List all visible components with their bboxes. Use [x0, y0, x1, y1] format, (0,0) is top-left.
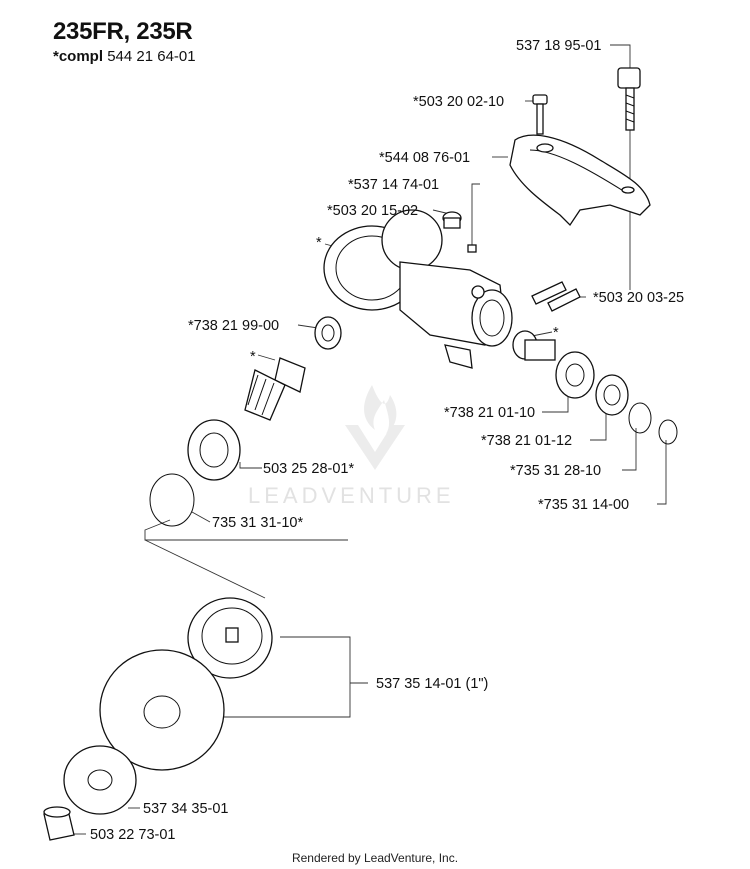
leader-star-gear [257, 354, 276, 361]
gear-housing-part [323, 209, 513, 369]
small-bearing-part [314, 316, 342, 350]
part-label-537-14-74-01: *537 14 74-01 [348, 177, 439, 193]
footer-credit: Rendered by LeadVenture, Inc. [291, 851, 459, 865]
part-label-503-25-28-01: 503 25 28-01* [263, 461, 354, 477]
leader-738-21-99 [297, 324, 319, 329]
washer-part [63, 745, 137, 815]
pin-part [467, 244, 477, 253]
compl-number: 544 21 64-01 [107, 48, 196, 65]
bevel-gear-part [244, 357, 306, 421]
part-label-738-21-99-00: *738 21 99-00 [188, 318, 279, 334]
clamp-cover-part [509, 134, 651, 227]
large-bearing-part [187, 419, 241, 481]
compl-prefix: *compl [53, 48, 104, 65]
blade-cover-disc-part [99, 649, 225, 771]
ring-735-31-14-part [658, 419, 678, 445]
watermark-text: LEADVENTURE [248, 483, 455, 508]
part-label-738-21-01-12: *738 21 01-12 [481, 433, 572, 449]
part-label-537-18-95-01: 537 18 95-01 [516, 38, 601, 54]
leader-ring-link [144, 519, 348, 541]
star-marker-housing: * [316, 235, 322, 251]
bearing-738-21-01-10-part [555, 351, 595, 399]
leader-738-21-01-12 [590, 405, 607, 441]
leader-537-14-74 [471, 183, 480, 248]
bracket-537-35-14 [222, 636, 351, 718]
part-label-537-35-14-01: 537 35 14-01 (1") [376, 676, 488, 692]
part-label-503-22-73-01: 503 22 73-01 [90, 827, 175, 843]
star-marker-shaft: * [553, 325, 559, 341]
clamp-screw-part [617, 67, 641, 131]
nut-part [43, 806, 75, 841]
part-label-503-20-02-10: *503 20 02-10 [413, 94, 504, 110]
grease-plug-part [442, 211, 462, 229]
assembly-number: *compl 544 21 64-01 [53, 48, 196, 65]
page-title: 235FR, 235R [53, 18, 193, 45]
leader-735-31-14 [657, 440, 667, 505]
leader-503-25-28 [239, 462, 262, 469]
part-label-738-21-01-10: *738 21 01-10 [444, 405, 535, 421]
watermark: LEADVENTURE [248, 385, 455, 508]
part-labels: 537 18 95-01 *503 20 02-10 *544 08 76-01… [90, 38, 684, 843]
support-cup-part [187, 597, 273, 679]
output-shaft-part [512, 330, 556, 361]
circlip-part [149, 473, 195, 527]
part-label-537-34-35-01: 537 34 35-01 [143, 801, 228, 817]
v-logo-icon [345, 425, 405, 470]
ring-735-31-28-part [628, 402, 652, 434]
star-marker-gear: * [250, 349, 256, 365]
leader-735-31-31 [191, 511, 211, 523]
bolt-part [532, 94, 548, 135]
leader-ring-to-disc [144, 539, 266, 599]
leader-star-shaft [531, 331, 553, 337]
part-label-735-31-31-10: 735 31 31-10* [212, 515, 303, 531]
leader-735-31-28 [622, 428, 637, 471]
part-label-735-31-28-10: *735 31 28-10 [510, 463, 601, 479]
part-label-544-08-76-01: *544 08 76-01 [379, 150, 470, 166]
bearing-738-21-01-12-part [595, 374, 629, 416]
part-label-503-20-15-02: *503 20 15-02 [327, 203, 418, 219]
flame-logo-icon [364, 385, 397, 434]
part-label-735-31-14-00: *735 31 14-00 [538, 497, 629, 513]
part-label-503-20-03-25: *503 20 03-25 [593, 290, 684, 306]
housing-bolts-part [531, 281, 581, 312]
